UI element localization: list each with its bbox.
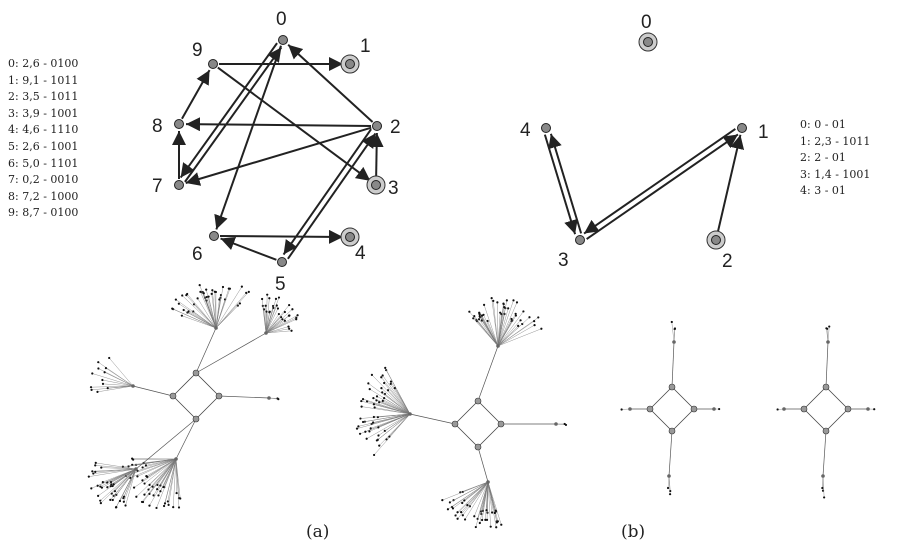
node-3 xyxy=(575,235,585,245)
node-label: 3 xyxy=(388,178,399,199)
caption-b: (b) xyxy=(621,522,646,542)
edge-3-2 xyxy=(369,132,384,180)
node-label: 0 xyxy=(276,9,287,30)
edge-2-7 xyxy=(185,126,372,186)
caption-a: (a) xyxy=(306,522,330,542)
edge-4-3 xyxy=(543,134,578,235)
node-label: 5 xyxy=(275,274,286,295)
node-3 xyxy=(371,180,381,190)
legend-entry: 2: 2 - 01 xyxy=(800,151,846,165)
legend-entry: 9: 8,7 - 0100 xyxy=(8,206,79,220)
node-5 xyxy=(277,257,287,267)
legend-entry: 1: 9,1 - 1011 xyxy=(8,73,79,87)
node-0 xyxy=(643,37,653,47)
network-drawing xyxy=(355,296,568,529)
edge-2-5 xyxy=(282,128,372,256)
legend-entry: 7: 0,2 - 0010 xyxy=(8,173,79,187)
edge-3-4 xyxy=(548,133,583,234)
edge-1-3 xyxy=(583,128,736,235)
node-label: 4 xyxy=(355,243,366,264)
node-8 xyxy=(174,119,184,129)
edge-2-8 xyxy=(185,117,372,132)
node-label: 7 xyxy=(152,176,163,197)
node-label: 0 xyxy=(641,12,652,33)
network-drawing xyxy=(776,325,876,499)
legend-entry: 5: 2,6 - 1001 xyxy=(8,139,79,153)
node-2 xyxy=(372,121,382,131)
node-label: 2 xyxy=(390,117,401,138)
legend-entry: 8: 7,2 - 1000 xyxy=(8,189,79,203)
legend-entry: 6: 5,0 - 1101 xyxy=(8,156,79,170)
legend-entry: 2: 3,5 - 1011 xyxy=(8,90,79,104)
node-4 xyxy=(541,123,551,133)
edge-7-0 xyxy=(184,46,283,183)
node-4 xyxy=(345,232,355,242)
node-label: 6 xyxy=(192,244,203,265)
edge-5-2 xyxy=(287,132,377,260)
node-2 xyxy=(711,235,721,245)
node-label: 1 xyxy=(360,36,371,57)
node-label: 8 xyxy=(152,116,163,137)
edge-2-1 xyxy=(716,134,745,235)
edge-3-1 xyxy=(586,133,739,240)
legend-entry: 0: 2,6 - 0100 xyxy=(8,57,79,70)
node-9 xyxy=(208,59,218,69)
network-drawing xyxy=(620,320,721,496)
node-1 xyxy=(345,59,355,69)
edge-2-0 xyxy=(287,43,374,123)
node-label: 9 xyxy=(192,40,203,61)
graph-a-legend: 0: 2,6 - 0100 1: 9,1 - 1011 2: 3,5 - 1011 3… xyxy=(8,56,78,222)
legend-entry: 3: 3,9 - 1001 xyxy=(8,106,79,120)
edge-0-7 xyxy=(179,42,278,179)
network-drawing xyxy=(87,284,299,510)
node-7 xyxy=(174,180,184,190)
graph-b-legend: 0: 0 - 01 1: 2,3 - 1011 2: 2 - 01 3: 1,4 - … xyxy=(800,117,870,200)
node-6 xyxy=(209,231,219,241)
node-label: 2 xyxy=(722,251,733,272)
node-1 xyxy=(737,123,747,133)
legend-entry: 3: 1,4 - 1001 xyxy=(800,167,871,181)
edge-8-9 xyxy=(181,69,211,120)
edge-6-4 xyxy=(219,229,344,244)
node-label: 4 xyxy=(520,120,531,141)
edge-0-6 xyxy=(214,45,282,230)
legend-entry: 4: 3 - 01 xyxy=(800,184,846,198)
legend-entry: 0: 0 - 01 xyxy=(800,118,846,131)
legend-entry: 1: 2,3 - 1011 xyxy=(800,134,871,148)
node-label: 1 xyxy=(758,122,769,143)
legend-entry: 4: 4,6 - 1110 xyxy=(8,123,79,137)
edge-5-6 xyxy=(220,236,277,261)
node-0 xyxy=(278,35,288,45)
node-label: 3 xyxy=(558,250,569,271)
